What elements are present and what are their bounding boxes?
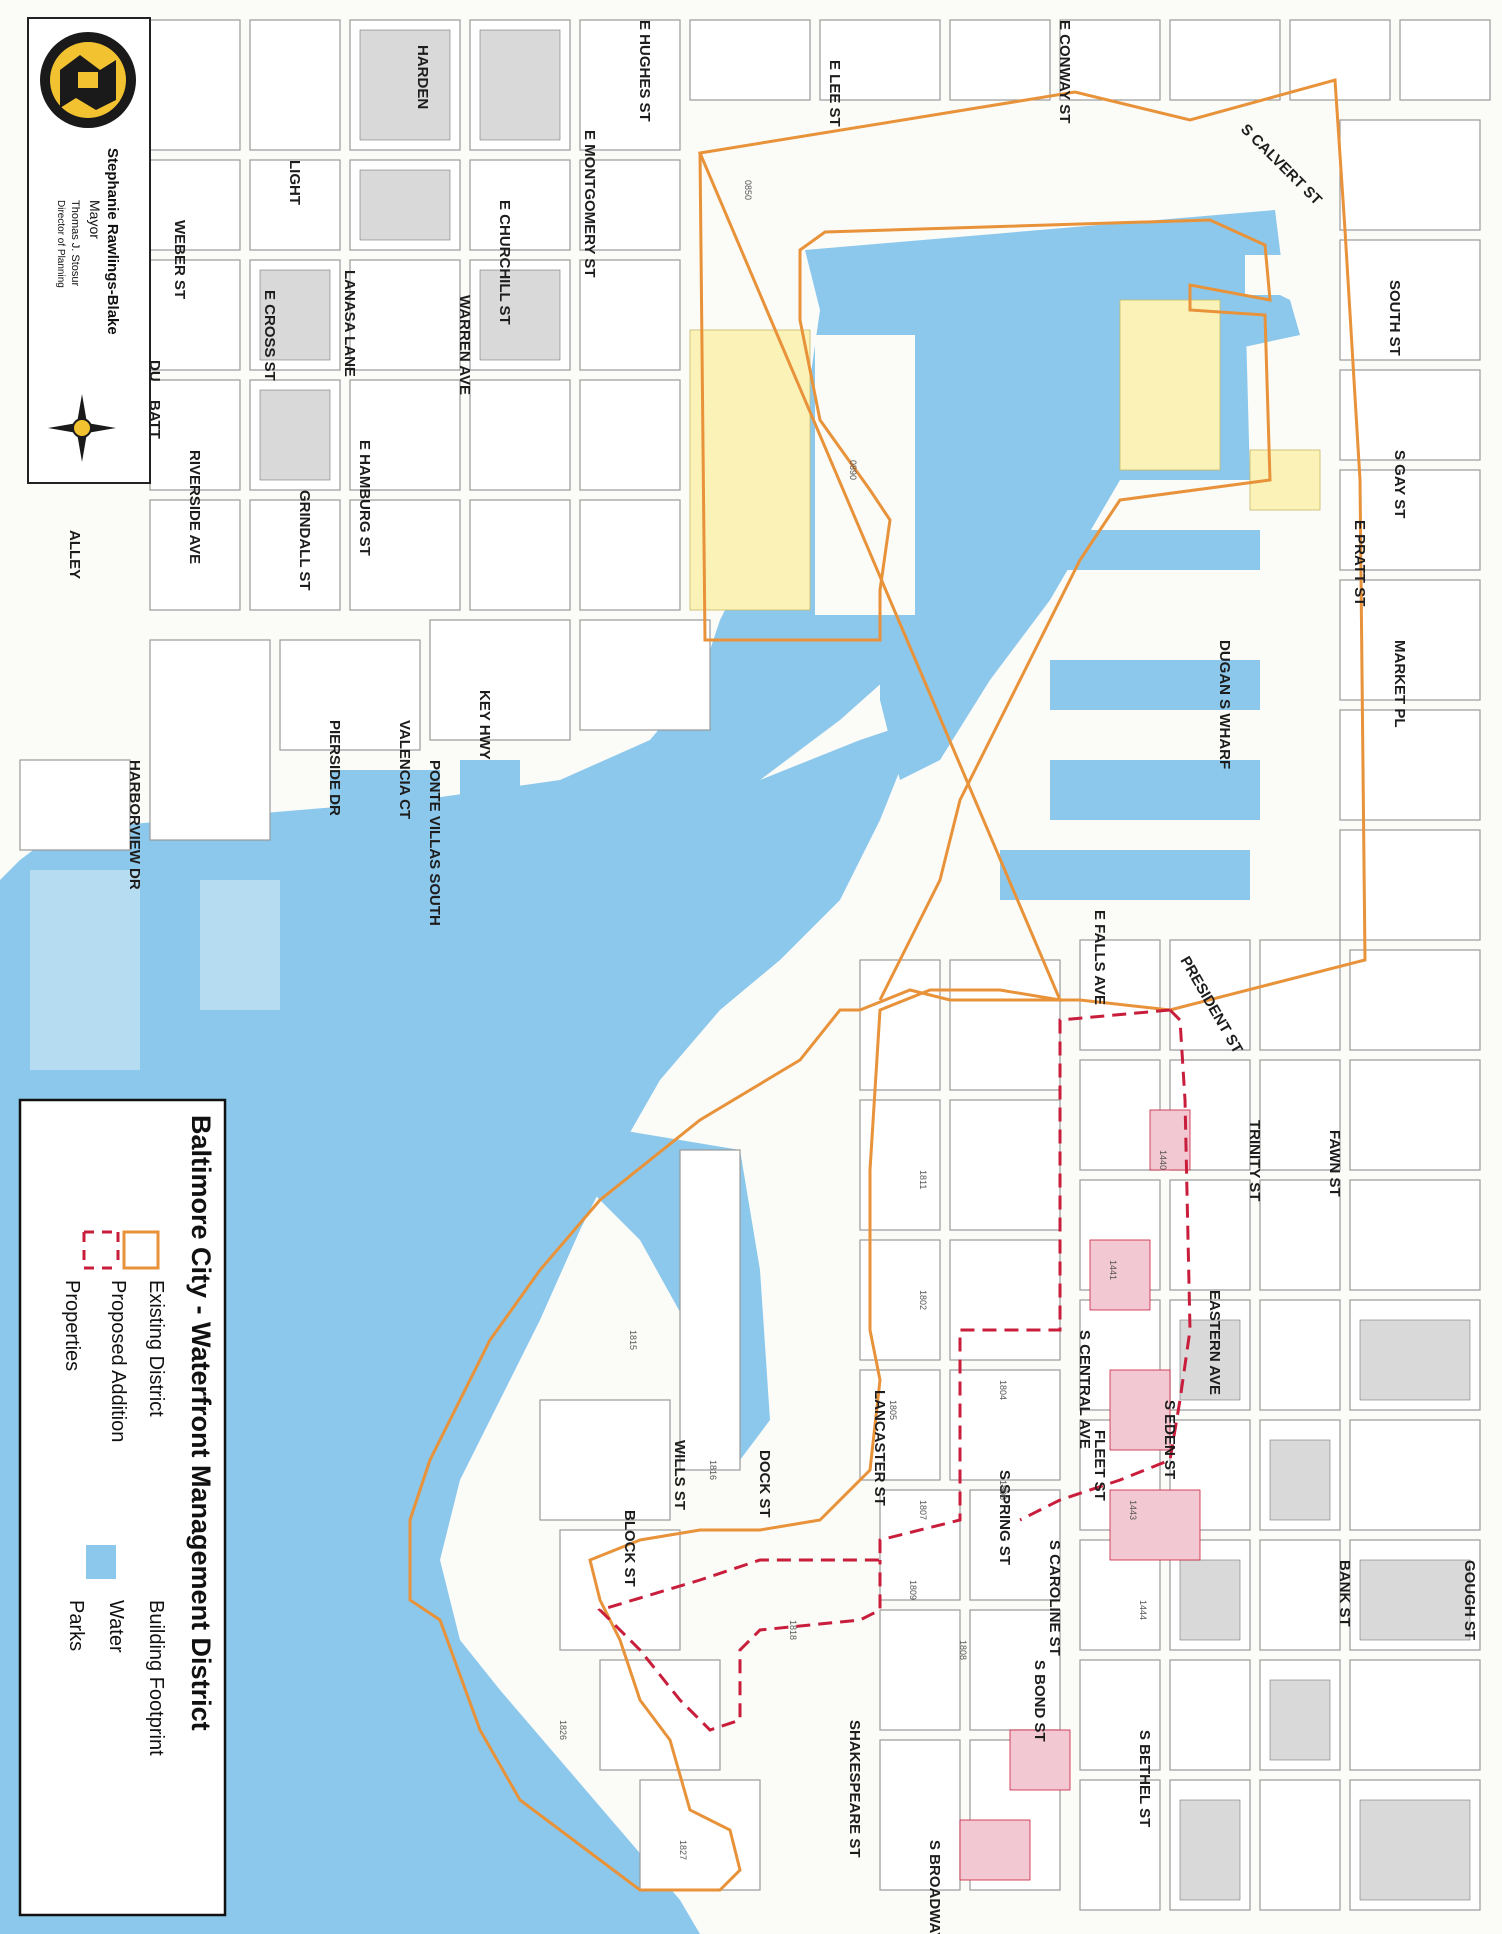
compass-star-icon	[48, 394, 116, 462]
label-riverside-ave: RIVERSIDE AVE	[186, 450, 203, 564]
map-title: Baltimore City - Waterfront Management D…	[186, 1115, 216, 1731]
block-number: 1815	[628, 1330, 638, 1350]
legend-water-label: Water	[105, 1600, 127, 1653]
label-light: LIGHT	[286, 160, 303, 205]
label-e-pratt-st: E PRATT ST	[1351, 520, 1368, 606]
block-number: 1440	[1158, 1150, 1168, 1170]
label-ponte-villas-south: PONTE VILLAS SOUTH	[426, 760, 443, 926]
director-name: Thomas J. Stosur	[69, 200, 81, 287]
label-e-churchill-st: E CHURCHILL ST	[496, 200, 513, 325]
block-number: 1806	[998, 1480, 1008, 1500]
legend-existing-label: Existing District	[145, 1280, 167, 1417]
label-e-lee-st: E LEE ST	[826, 60, 843, 127]
label-harden: HARDEN	[414, 45, 431, 109]
block-number: 1802	[918, 1290, 928, 1310]
legend-parks-swatch	[46, 1545, 76, 1579]
legend-water-swatch	[86, 1545, 116, 1579]
label-lanasa-lane: LANASA LANE	[341, 270, 358, 377]
legend-footprint-swatch	[125, 1544, 157, 1576]
block-number: 1827	[678, 1840, 688, 1860]
existing-district-harbor-outline	[698, 152, 1272, 1001]
label-e-cross-st: E CROSS ST	[261, 290, 278, 381]
label-dock-st: DOCK ST	[756, 1450, 773, 1518]
water-harbor	[0, 270, 1300, 1934]
label-s-bond-st: S BOND ST	[1031, 1660, 1048, 1742]
legend-proposed-swatch	[82, 1230, 120, 1270]
label-shakespeare-st: SHAKESPEARE ST	[846, 1720, 863, 1858]
block-number: 1441	[1108, 1260, 1118, 1280]
credit-box: Stephanie Rawlings-Blake Mayor Thomas J.…	[27, 17, 151, 484]
label-warren-ave: WARREN AVE	[456, 295, 473, 395]
yellow-parcels	[689, 299, 1321, 611]
block-number: 1818	[788, 1620, 798, 1640]
mayor-title: Mayor	[87, 200, 103, 239]
mayor-name: Stephanie Rawlings-Blake	[104, 148, 121, 335]
legend-footprint-label: Building Footprint	[145, 1600, 167, 1756]
label-eastern-ave: EASTERN AVE	[1206, 1290, 1223, 1395]
label-valencia-ct: VALENCIA CT	[396, 720, 413, 819]
block-number: 1826	[558, 1720, 568, 1740]
label-s-central-ave: S CENTRAL AVE	[1076, 1330, 1093, 1449]
label-bank-st: BANK ST	[1336, 1560, 1353, 1627]
label-fleet-st: FLEET ST	[1091, 1430, 1108, 1501]
label-s-caroline-st: S CAROLINE ST	[1046, 1540, 1063, 1656]
block-number: 1811	[918, 1170, 928, 1189]
label-e-conway-st: E CONWAY ST	[1056, 20, 1073, 123]
label-wills-st: WILLS ST	[671, 1440, 688, 1510]
properties-layer	[19, 19, 1491, 1911]
label-grindall-st: GRINDALL ST	[296, 490, 313, 591]
label-gough-st: GOUGH ST	[1461, 1560, 1478, 1640]
label-e-falls-ave: E FALLS AVE	[1091, 910, 1108, 1005]
block-number: 1804	[998, 1380, 1008, 1400]
block-number: 1443	[1128, 1500, 1138, 1520]
label-key-hwy: KEY HWY	[476, 690, 493, 760]
label-e-hamburg-st: E HAMBURG ST	[356, 440, 373, 556]
label-s-eden-st: S EDEN ST	[1161, 1400, 1178, 1479]
block-numbers: 0850 0890 1815 1826 1827 1818 1808 1440 …	[558, 180, 1168, 1860]
label-s-gay-st: S GAY ST	[1391, 450, 1408, 518]
label-block-st: BLOCK ST	[621, 1510, 638, 1587]
block-number: 0890	[848, 460, 858, 480]
proposed-addition-boundary-2	[1019, 1008, 1192, 1522]
label-lancaster-st: LANCASTER ST	[871, 1390, 888, 1506]
building-footprint-layer	[259, 29, 1471, 1901]
legend-properties-label: Properties	[61, 1280, 83, 1371]
label-dugans-wharf: DUGAN S WHARF	[1216, 640, 1233, 769]
label-south-st: SOUTH ST	[1386, 280, 1403, 356]
label-alley: ALLEY	[66, 530, 83, 579]
block-number: 1809	[908, 1580, 918, 1600]
label-s-broadway: S BROADWAY	[926, 1840, 943, 1934]
block-number: 1808	[958, 1640, 968, 1660]
label-s-bethel-st: S BETHEL ST	[1136, 1730, 1153, 1827]
label-weber-st: WEBER ST	[171, 220, 188, 299]
block-number: 1805	[888, 1400, 898, 1420]
proposed-addition-boundary	[597, 1008, 1171, 1732]
existing-district-boundary	[408, 78, 1367, 1892]
label-market-pl: MARKET PL	[1391, 640, 1408, 728]
city-seal-icon	[40, 32, 136, 128]
legend-existing-swatch	[122, 1230, 160, 1270]
legend: Baltimore City - Waterfront Management D…	[18, 1098, 227, 1917]
label-trinity-st: TRINITY ST	[1246, 1120, 1263, 1201]
label-fawn-st: FAWN ST	[1326, 1130, 1343, 1197]
block-number: 1807	[918, 1500, 928, 1520]
director-title: Director of Planning	[55, 200, 66, 288]
label-e-montgomery-st: E MONTGOMERY ST	[581, 130, 598, 278]
block-number: 0850	[743, 180, 753, 200]
block-number: 1444	[1138, 1600, 1148, 1620]
label-e-hughes-st: E HUGHES ST	[636, 20, 653, 122]
legend-proposed-label: Proposed Addition	[107, 1280, 129, 1442]
label-s-spring-st: S SPRING ST	[996, 1470, 1013, 1565]
label-pierside-dr: PIERSIDE DR	[326, 720, 343, 816]
proposed-parcels	[959, 1109, 1201, 1881]
label-harborview-dr: HARBORVIEW DR	[126, 760, 143, 890]
block-number: 1816	[708, 1460, 718, 1480]
legend-parks-label: Parks	[65, 1600, 87, 1651]
label-s-calvert-st: S CALVERT ST	[1237, 121, 1325, 209]
